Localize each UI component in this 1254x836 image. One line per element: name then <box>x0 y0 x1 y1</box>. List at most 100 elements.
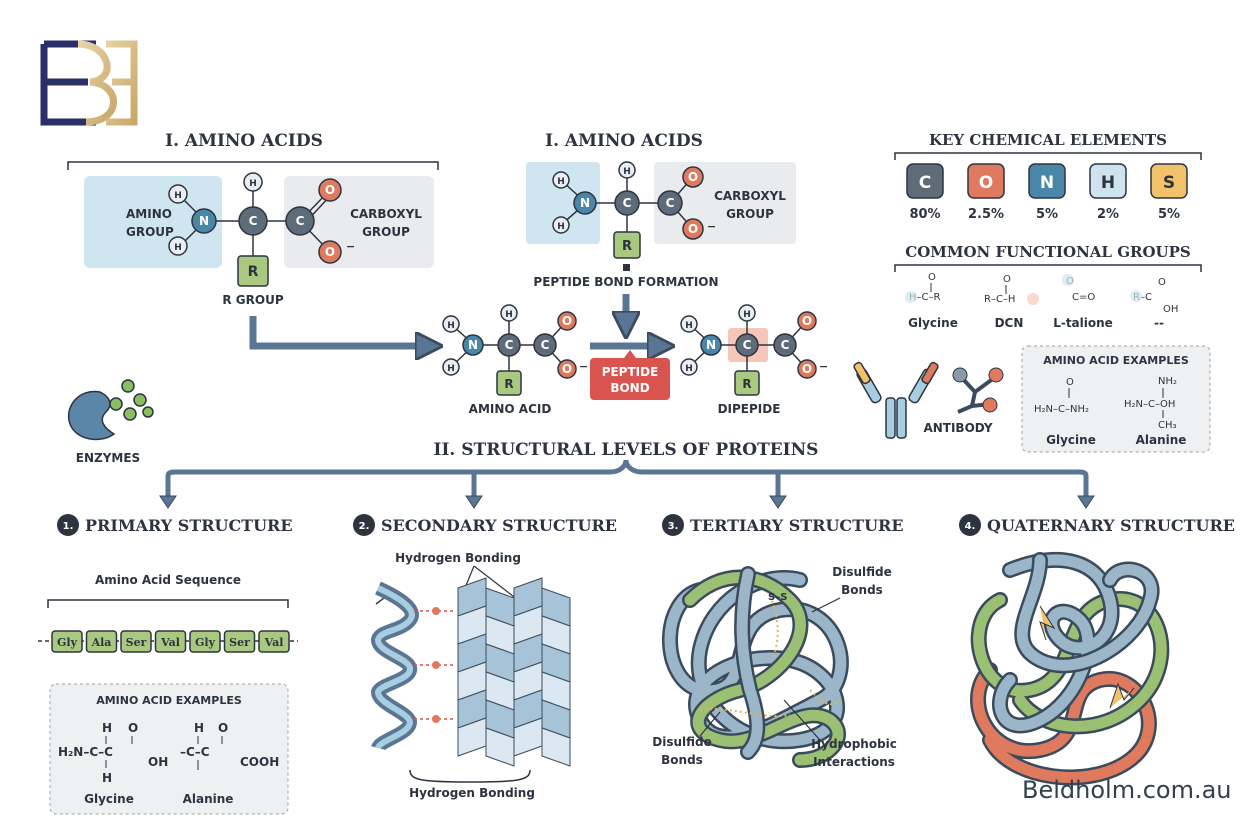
svg-text:Glycine: Glycine <box>84 792 134 806</box>
svg-text:N: N <box>468 338 478 352</box>
svg-text:−: − <box>346 240 355 253</box>
svg-text:O: O <box>802 362 812 376</box>
svg-text:OH: OH <box>148 755 168 769</box>
structural-levels: II. STRUCTURAL LEVELS OF PROTEINS 1. PRIM… <box>57 440 1235 536</box>
svg-text:H: H <box>505 310 513 320</box>
svg-text:H: H <box>102 721 112 735</box>
svg-text:O: O <box>325 245 335 259</box>
element-percent: 5% <box>1036 207 1058 222</box>
quaternary-structure <box>970 552 1170 786</box>
structure-level-heading: 3.TERTIARY STRUCTURE <box>662 514 904 536</box>
svg-text:H: H <box>249 179 257 189</box>
svg-text:−: − <box>707 220 716 233</box>
svg-text:R: R <box>248 264 259 280</box>
svg-text:O: O <box>218 721 228 735</box>
structure-level-heading: 4.QUATERNARY STRUCTURE <box>959 514 1235 536</box>
residue-label: Gly <box>195 636 216 649</box>
footer-site: Beldholm.com.au <box>1022 776 1232 804</box>
svg-text:NH₂: NH₂ <box>1158 376 1177 387</box>
amino-left-title: I. AMINO ACIDS <box>165 131 323 151</box>
svg-text:R–C–H: R–C–H <box>984 294 1015 305</box>
sheet-segment <box>485 727 515 767</box>
antibody-icon: ANTIBODY <box>853 361 1004 439</box>
svg-text:H: H <box>447 364 455 374</box>
svg-text:H–C–R: H–C–R <box>909 292 941 303</box>
residue-label: Gly <box>57 636 78 649</box>
svg-text:H: H <box>685 321 693 331</box>
carbon-atom <box>238 206 268 236</box>
level-number: 1. <box>63 521 74 532</box>
fg-label: Glycine <box>908 316 958 330</box>
carbon-atom <box>285 206 315 236</box>
svg-text:COOH: COOH <box>240 755 279 769</box>
sheet-segment <box>541 727 571 767</box>
residue-label: Ser <box>126 636 147 649</box>
level-label: SECONDARY STRUCTURE <box>381 516 617 535</box>
residue-label: Ala <box>91 636 112 649</box>
residue-box: Gly <box>51 630 83 653</box>
svg-text:O: O <box>562 362 572 376</box>
svg-text:S–S: S–S <box>768 592 787 603</box>
svg-text:H: H <box>623 167 631 177</box>
element-symbol: H <box>1101 173 1115 193</box>
svg-text:O: O <box>1066 377 1074 388</box>
flow-arrow <box>249 316 432 346</box>
antibody-label: ANTIBODY <box>923 421 992 435</box>
residue-box: Ser <box>223 630 256 653</box>
svg-text:H: H <box>174 243 182 253</box>
svg-text:AMINO ACID EXAMPLES: AMINO ACID EXAMPLES <box>1043 354 1189 367</box>
amino-examples-right: AMINO ACID EXAMPLES O H₂N–C–NH₂ NH₂ H₂N–… <box>1021 345 1211 453</box>
svg-text:O: O <box>325 183 335 197</box>
svg-text:Glycine: Glycine <box>1046 433 1096 447</box>
structure-title: II. STRUCTURAL LEVELS OF PROTEINS <box>434 440 819 460</box>
svg-text:O: O <box>562 314 572 328</box>
fg-label: L-talione <box>1053 316 1113 330</box>
svg-text:−: − <box>819 360 828 373</box>
svg-text:C: C <box>666 196 675 210</box>
svg-text:R: R <box>622 239 632 254</box>
svg-text:Hydrogen Bonding: Hydrogen Bonding <box>395 551 521 565</box>
hydrogen-atom <box>168 236 188 256</box>
level-label: QUATERNARY STRUCTURE <box>987 516 1235 535</box>
svg-text:C: C <box>781 338 790 352</box>
peptide-bond-formation-label: PEPTIDE BOND FORMATION <box>533 275 718 289</box>
amino-center-title: I. AMINO ACIDS <box>545 131 703 151</box>
svg-text:Alanine: Alanine <box>1136 433 1187 447</box>
oxygen-atom <box>318 240 342 264</box>
svg-text:N: N <box>580 196 590 210</box>
element-symbol: O <box>979 173 993 193</box>
r-group-box <box>237 255 269 287</box>
svg-text:−: − <box>579 360 588 373</box>
svg-text:C: C <box>541 338 550 352</box>
amino-acid-label: AMINO ACID <box>469 402 552 416</box>
hydrogen-atom <box>243 172 263 192</box>
svg-text:C: C <box>623 196 632 210</box>
svg-text:OH: OH <box>1163 304 1178 315</box>
key-elements-panel: KEY CHEMICAL ELEMENTS C80%O2.5%N5%H2%S5%… <box>894 131 1202 330</box>
svg-text:O: O <box>688 222 698 236</box>
level-number: 2. <box>359 521 370 532</box>
svg-text:H: H <box>557 177 565 187</box>
svg-text:H: H <box>447 321 455 331</box>
amino-group-box <box>526 162 600 244</box>
svg-text:H₂N–C–C: H₂N–C–C <box>58 745 113 759</box>
level-label: PRIMARY STRUCTURE <box>85 516 293 535</box>
svg-text:O: O <box>928 272 936 283</box>
fg-label: DCN <box>995 316 1024 330</box>
level-number: 3. <box>668 521 679 532</box>
svg-text:C: C <box>296 214 305 228</box>
svg-text:O: O <box>128 721 138 735</box>
svg-text:O: O <box>1158 277 1166 288</box>
residue-box: Val <box>154 630 187 653</box>
peptide-bond-badge <box>590 358 670 400</box>
svg-text:H: H <box>194 721 204 735</box>
logo <box>40 40 138 126</box>
r-group-label: R GROUP <box>222 293 283 307</box>
residue-box: Val <box>258 630 290 653</box>
nitrogen-atom <box>191 208 217 234</box>
